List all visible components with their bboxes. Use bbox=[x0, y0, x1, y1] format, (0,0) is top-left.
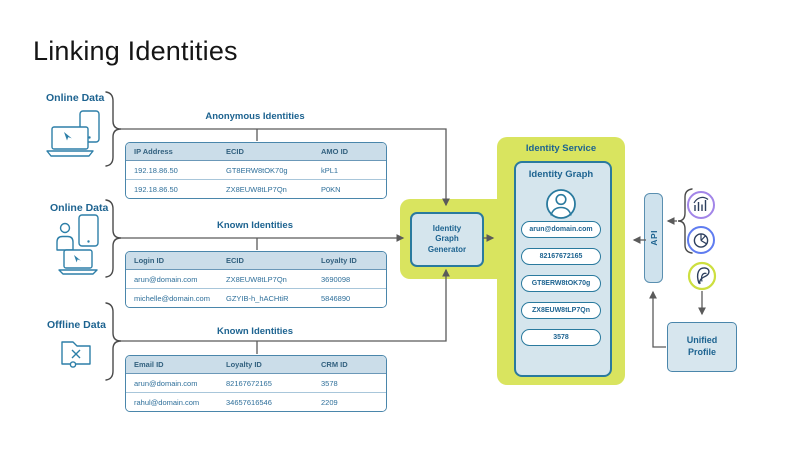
laptop-icon bbox=[63, 249, 93, 269]
identity-pill-ecid-1: GT8ERW8tOK70g bbox=[521, 275, 601, 292]
identity-pill-crm: 3578 bbox=[521, 329, 601, 346]
cell: GZYIB-h_hACHtiR bbox=[226, 293, 289, 303]
generator-label: Identity Graph Generator bbox=[427, 224, 467, 254]
cell: 5846890 bbox=[321, 293, 351, 303]
cell: arun@domain.com bbox=[134, 378, 198, 388]
cell: P0KN bbox=[321, 184, 341, 194]
table-row: 192.18.86.50 ZX8EUW8tLP7Qn P0KN bbox=[126, 180, 386, 198]
laptop-base bbox=[58, 269, 98, 275]
cell: arun@domain.com bbox=[134, 274, 198, 284]
identity-pill-ecid-2: ZX8EUW8tLP7Qn bbox=[521, 302, 601, 319]
table-row: arun@domain.com 82167672165 3578 bbox=[126, 374, 386, 393]
known-identities-table-1: Login ID ECID Loyalty ID arun@domain.com… bbox=[125, 251, 387, 308]
column-header: Login ID bbox=[134, 256, 164, 265]
laptop-icon bbox=[51, 126, 89, 150]
source-label-offline: Offline Data bbox=[47, 319, 106, 331]
column-header: ECID bbox=[226, 147, 244, 156]
offline-folder-icon bbox=[61, 341, 91, 365]
anonymous-identities-table: IP Address ECID AMO ID 192.18.86.50 GT8E… bbox=[125, 142, 387, 199]
laptop-base bbox=[46, 150, 94, 157]
column-header: Email ID bbox=[134, 360, 164, 369]
table-header-row: IP Address ECID AMO ID bbox=[126, 143, 386, 161]
cell: 192.18.86.50 bbox=[134, 184, 178, 194]
phone-home-dot bbox=[87, 240, 90, 243]
source-label-online-2: Online Data bbox=[50, 202, 109, 214]
cell: 82167672165 bbox=[226, 378, 272, 388]
cell: rahul@domain.com bbox=[134, 397, 200, 407]
cell: ZX8EUW8tLP7Qn bbox=[226, 274, 287, 284]
brace-offline bbox=[105, 302, 122, 381]
cell: GT8ERW8tOK70g bbox=[226, 165, 288, 175]
profile-swirl-icon bbox=[687, 261, 717, 291]
cursor-icon bbox=[64, 132, 72, 141]
api-bar: API bbox=[644, 193, 663, 283]
source-label-online-1: Online Data bbox=[46, 92, 105, 104]
person-icon bbox=[59, 222, 71, 234]
phone-icon bbox=[79, 110, 100, 143]
column-header: AMO ID bbox=[321, 147, 349, 156]
unified-profile-box: Unified Profile bbox=[667, 322, 737, 372]
unified-profile-label: Unified Profile bbox=[686, 335, 718, 357]
person-body bbox=[56, 235, 74, 251]
cell: 192.18.86.50 bbox=[134, 165, 178, 175]
table-row: 192.18.86.50 GT8ERW8tOK70g kPL1 bbox=[126, 161, 386, 180]
table-row: rahul@domain.com 34657616546 2209 bbox=[126, 393, 386, 411]
pie-chart-icon bbox=[687, 226, 715, 254]
cursor-icon bbox=[74, 255, 81, 263]
api-label: API bbox=[648, 230, 659, 246]
column-header: IP Address bbox=[134, 147, 173, 156]
identity-service-title: Identity Service bbox=[525, 143, 597, 154]
phone-icon bbox=[78, 214, 99, 247]
cell: 3578 bbox=[321, 378, 338, 388]
section-title-anonymous: Anonymous Identities bbox=[205, 111, 305, 122]
identity-pill-loyalty: 82167672165 bbox=[521, 248, 601, 265]
analytics-bar-chart-icon bbox=[687, 191, 715, 219]
known-identities-table-2: Email ID Loyalty ID CRM ID arun@domain.c… bbox=[125, 355, 387, 412]
column-header: ECID bbox=[226, 256, 244, 265]
cell: ZX8EUW8tLP7Qn bbox=[226, 184, 287, 194]
column-header: Loyalty ID bbox=[226, 360, 262, 369]
section-title-known-2: Known Identities bbox=[217, 326, 293, 337]
phone-home-dot bbox=[88, 136, 91, 139]
brace-online-1 bbox=[105, 91, 122, 167]
table-header-row: Email ID Loyalty ID CRM ID bbox=[126, 356, 386, 374]
cell: 34657616546 bbox=[226, 397, 272, 407]
brace-destinations bbox=[677, 188, 693, 254]
identity-pill-email: arun@domain.com bbox=[521, 221, 601, 238]
page-title: Linking Identities bbox=[33, 36, 238, 66]
cell: kPL1 bbox=[321, 165, 339, 175]
table-row: michelle@domain.com GZYIB-h_hACHtiR 5846… bbox=[126, 289, 386, 307]
table-header-row: Login ID ECID Loyalty ID bbox=[126, 252, 386, 270]
connector-profile-to-api bbox=[649, 290, 666, 348]
folder-x-mark bbox=[71, 349, 81, 359]
cell: 3690098 bbox=[321, 274, 351, 284]
column-header: CRM ID bbox=[321, 360, 348, 369]
cell: michelle@domain.com bbox=[134, 293, 210, 303]
section-title-known-1: Known Identities bbox=[217, 220, 293, 231]
table-row: arun@domain.com ZX8EUW8tLP7Qn 3690098 bbox=[126, 270, 386, 289]
folder-offline-dot bbox=[69, 361, 77, 368]
identity-graph-generator-box: Identity Graph Generator bbox=[410, 212, 484, 267]
column-header: Loyalty ID bbox=[321, 256, 357, 265]
cell: 2209 bbox=[321, 397, 338, 407]
identity-graph-label: Identity Graph bbox=[528, 169, 594, 180]
